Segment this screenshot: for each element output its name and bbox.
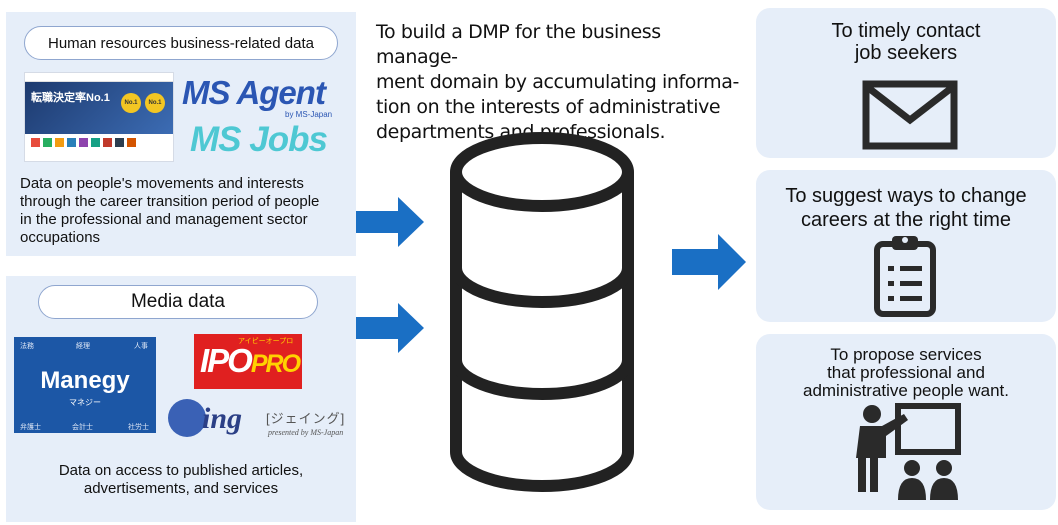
ipo-text: IPO [200, 342, 253, 379]
headline-line-2: ment domain by accumulating informa- [376, 71, 739, 93]
outcome-suggest-line-1: To suggest ways to change [785, 185, 1027, 207]
manegy-corner-5: 会計士 [72, 424, 93, 431]
envelope-icon [862, 80, 958, 150]
presentation-icon [856, 403, 961, 500]
manegy-corner-1: 法務 [20, 343, 34, 350]
dmp-headline: To build a DMP for the business manage- … [376, 20, 748, 145]
pro-text: PRO [250, 350, 301, 378]
outcome-suggest-line-2: careers at the right time [800, 209, 1012, 231]
headline-line-4: departments and professionals. [376, 121, 666, 143]
ipo-pro-logo: アイピーオープロ IPOPRO [194, 334, 302, 389]
media-desc-line-1: Data on access to published articles, [58, 462, 304, 479]
hr-data-description: Data on people's movements and interests… [20, 175, 350, 247]
outcome-propose-line-3: administrative people want. [802, 381, 1009, 400]
manegy-corner-6: 社労士 [128, 424, 149, 431]
jing-presented-by: presented by MS-Japan [268, 428, 344, 437]
jing-kana: [ジェイング] [266, 411, 346, 426]
hr-desc-line-2: through the career transition period of … [20, 193, 320, 210]
media-data-description: Data on access to published articles, ad… [6, 462, 356, 498]
thumb-badge-2: No.1 [145, 93, 165, 113]
ms-agent-screenshot: 転職決定率No.1 No.1 No.1 [24, 72, 174, 162]
thumb-headline: 転職決定率No.1 [31, 92, 110, 104]
outcome-contact-line-1: To timely contact [831, 20, 981, 42]
jing-logo-mark [168, 399, 206, 437]
ipo-pro-logo-text: IPOPRO [200, 342, 301, 380]
thumb-nav [25, 73, 173, 82]
hr-desc-line-4: occupations [20, 229, 101, 246]
outcome-propose-text: To propose services that professional an… [756, 346, 1056, 400]
ms-agent-logo: MS Agent [182, 74, 326, 112]
arrow-db-to-outcomes [672, 234, 746, 290]
manegy-kana: マネジー [69, 398, 101, 407]
hr-data-pill: Human resources business-related data [24, 26, 338, 60]
hr-desc-line-3: in the professional and management secto… [20, 211, 308, 228]
media-desc-line-2: advertisements, and services [83, 480, 279, 497]
outcome-suggest-text: To suggest ways to change careers at the… [756, 184, 1056, 232]
outcome-contact-text: To timely contact job seekers [756, 20, 1056, 64]
manegy-corner-4: 弁護士 [20, 424, 41, 431]
headline-line-1: To build a DMP for the business manage- [376, 21, 661, 68]
ms-agent-logo-text: MS Agent [182, 74, 326, 111]
outcome-propose-box: To propose services that professional an… [756, 334, 1056, 510]
outcome-propose-line-2: that professional and [827, 363, 985, 382]
outcome-suggest-box: To suggest ways to change careers at the… [756, 170, 1056, 322]
ipo-pro-kana: アイピーオープロ [238, 338, 294, 345]
ms-jobs-logo: MS Jobs [190, 120, 328, 159]
media-data-pill: Media data [38, 285, 318, 319]
manegy-corner-2: 経理 [76, 343, 90, 350]
media-data-pill-label: Media data [130, 291, 225, 312]
manegy-corner-3: 人事 [134, 343, 148, 350]
thumb-category-icons [31, 138, 136, 147]
arrow-media-to-db [356, 303, 424, 353]
ms-agent-by-label: by MS-Japan [285, 110, 333, 119]
headline-line-3: tion on the interests of administrative [376, 96, 721, 118]
outcome-contact-box: To timely contact job seekers [756, 8, 1056, 158]
hr-data-pill-label: Human resources business-related data [48, 34, 314, 52]
database-icon [450, 132, 634, 492]
outcome-contact-line-2: job seekers [854, 42, 958, 64]
hr-desc-line-1: Data on people's movements and interests [20, 175, 304, 192]
clipboard-icon [874, 236, 936, 317]
outcome-propose-line-1: To propose services [830, 345, 982, 364]
jing-logo-text: ing [202, 402, 243, 435]
manegy-logo-text: Manegy [40, 367, 130, 394]
thumb-badge-1: No.1 [121, 93, 141, 113]
arrow-hr-to-db [356, 197, 424, 247]
manegy-logo: 法務 経理 人事 Manegy マネジー 弁護士 会計士 社労士 [14, 337, 156, 433]
